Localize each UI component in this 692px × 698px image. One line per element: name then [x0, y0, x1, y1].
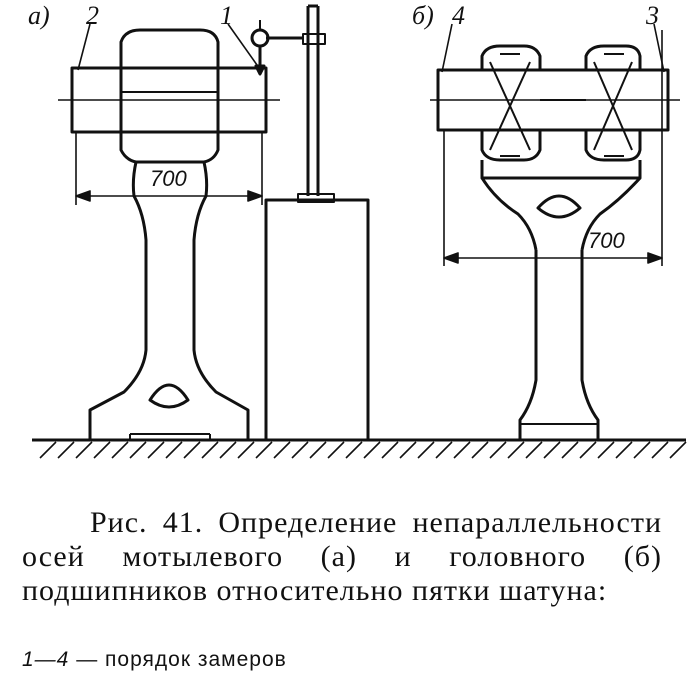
- connecting-rod-diagram: а) 2 1 б) 4 3 700 700: [28, 1, 687, 459]
- figure-note: 1—4 — порядок замеров: [22, 648, 287, 672]
- rod-a: [58, 28, 280, 440]
- dial-gauge-stand: [250, 4, 370, 442]
- note-text: порядок замеров: [105, 648, 287, 671]
- rod-b: [430, 44, 680, 440]
- marker-1: 1: [220, 1, 233, 30]
- dimension-line-a: [75, 132, 263, 205]
- dimension-label-b: 700: [588, 228, 625, 253]
- marker-leaders: [77, 23, 665, 73]
- label-a: а): [28, 1, 50, 30]
- marker-2: 2: [86, 1, 99, 30]
- marker-3: 3: [645, 1, 659, 30]
- marker-4: 4: [452, 1, 465, 30]
- dial-gauge-icon: [250, 28, 270, 48]
- note-range: 1—4: [22, 648, 70, 671]
- dimension-line-b: [443, 30, 663, 266]
- label-b: б): [412, 1, 434, 30]
- figure-caption: Рис. 41. Определение непараллельности ос…: [22, 506, 662, 608]
- caption-text: Рис. 41. Определение непараллельности ос…: [22, 506, 662, 607]
- note-dash: —: [69, 648, 106, 671]
- ground: [32, 438, 687, 459]
- dimension-label-a: 700: [150, 166, 187, 191]
